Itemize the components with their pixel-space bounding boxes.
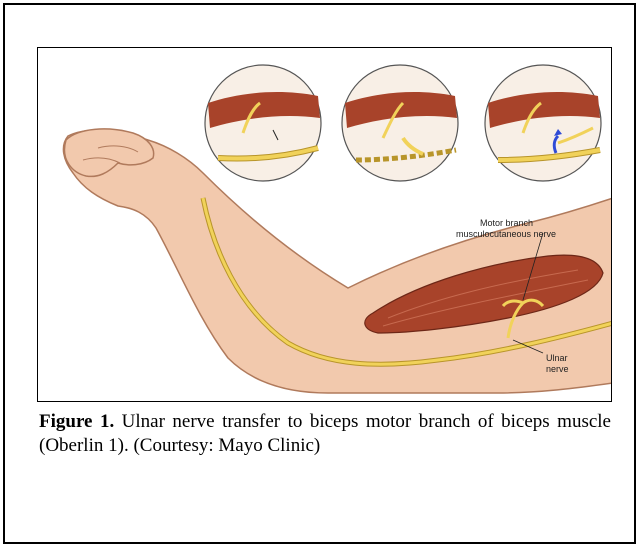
ulnar-label-line2: nerve [546, 364, 569, 374]
inset-circle-3 [485, 65, 601, 181]
caption-text: Ulnar nerve transfer to biceps motor bra… [39, 411, 611, 456]
ulnar-label-line1: Ulnar [546, 353, 568, 363]
figure-frame: Motor branch musculocutaneous nerve Ulna… [3, 3, 636, 544]
arm-illustration: Motor branch musculocutaneous nerve Ulna… [37, 47, 612, 402]
figure-label: Figure 1. [39, 411, 114, 432]
inset-circle-1 [205, 65, 321, 181]
motor-branch-label-line1: Motor branch [480, 218, 533, 228]
motor-branch-label-line2: musculocutaneous nerve [456, 229, 556, 239]
figure-caption: Figure 1. Ulnar nerve transfer to biceps… [39, 410, 611, 458]
inset-circle-2 [342, 65, 458, 181]
arm-drawing: Motor branch musculocutaneous nerve Ulna… [38, 48, 612, 402]
